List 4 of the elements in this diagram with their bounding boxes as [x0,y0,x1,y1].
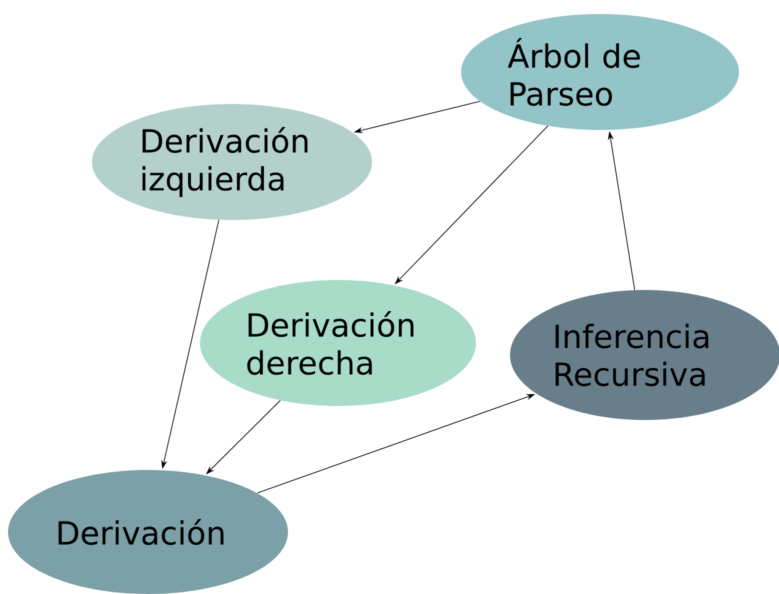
ellipse-node: Derivación derecha [200,280,476,406]
ellipse-node: Derivación izquierda [92,104,372,220]
ellipse-node: Derivación [8,470,288,594]
ellipse-node: Árbol de Parseo [461,14,739,130]
